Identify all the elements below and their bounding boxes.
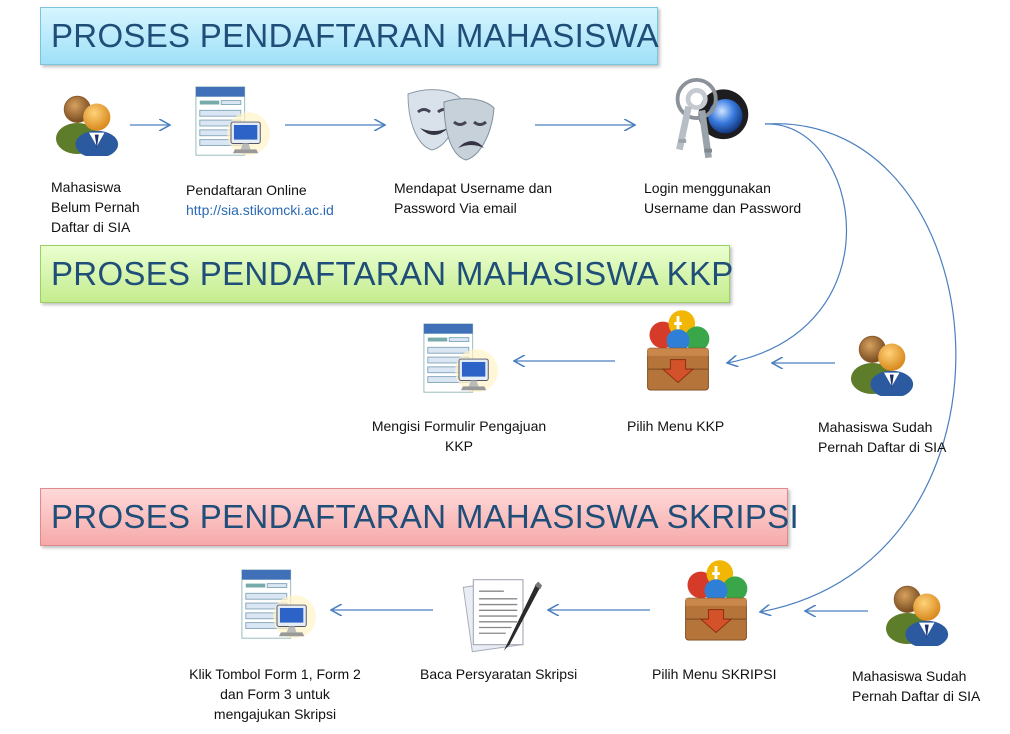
curve-login-to-kkp [727, 123, 847, 363]
registration-form-icon [238, 568, 316, 646]
step-label-get-credentials: Mendapat Username dan Password Via email [394, 180, 552, 216]
step-label-submit-forms: Klik Tombol Form 1, Form 2 dan Form 3 un… [189, 666, 361, 722]
curve-login-to-skripsi [760, 123, 957, 612]
apps-crate-icon [678, 560, 754, 646]
keys-icon [668, 72, 754, 168]
step-label-registered-kkp: Mahasiswa Sudah Pernah Daftar di SIA [818, 419, 947, 455]
section-title-registration: PROSES PENDAFTARAN MAHASISWA [40, 7, 659, 65]
document-pen-icon [458, 574, 544, 660]
step-label-login: Login menggunakan Username dan Password [644, 180, 802, 216]
apps-crate-icon [640, 310, 716, 396]
theater-masks-icon [400, 84, 500, 164]
section-title-skripsi: PROSES PENDAFTARAN MAHASISWA SKRIPSI [40, 488, 799, 546]
users-icon [50, 88, 128, 156]
step-label-read-requirements: Baca Persyaratan Skripsi [420, 666, 578, 682]
step-label-not-registered: Mahasiswa Belum Pernah Daftar di SIA [51, 179, 140, 235]
step-label-menu-kkp: Pilih Menu KKP [627, 418, 725, 434]
section-title-kkp: PROSES PENDAFTARAN MAHASISWA KKP [40, 245, 733, 303]
registration-form-icon [420, 322, 498, 400]
registration-form-icon [192, 85, 270, 163]
step-label-online-registration: Pendaftaran Online [186, 182, 307, 198]
registration-url-link[interactable]: http://sia.stikomcki.ac.id [186, 202, 334, 218]
step-label-registered-skripsi: Mahasiswa Sudah Pernah Daftar di SIA [852, 668, 981, 704]
users-icon [880, 578, 958, 646]
step-label-fill-form-kkp: Mengisi Formulir Pengajuan KKP [371, 418, 547, 454]
users-icon [845, 328, 923, 396]
step-label-menu-skripsi: Pilih Menu SKRIPSI [652, 666, 777, 682]
